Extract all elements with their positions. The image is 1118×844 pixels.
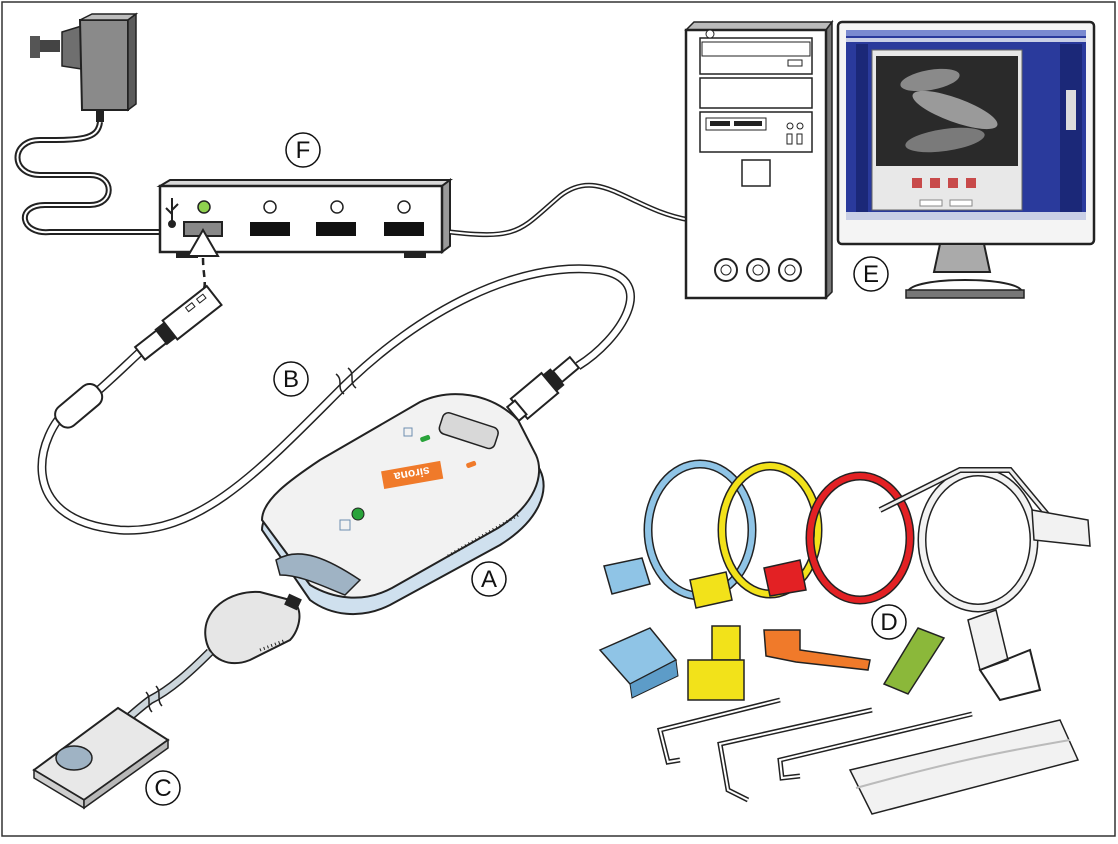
aiming-ring-white <box>878 467 1091 613</box>
label-c: C <box>145 770 181 806</box>
module-led-orange <box>466 460 477 468</box>
usb-interface-module: sirona <box>260 393 545 616</box>
bite-block-blue <box>598 627 679 699</box>
label-d: D <box>871 604 907 640</box>
hub-port-3 <box>316 222 356 236</box>
label-a: A <box>471 561 507 597</box>
pc-tower <box>684 19 834 300</box>
module-led-top <box>420 434 431 442</box>
monitor <box>836 20 1096 299</box>
svg-text:E: E <box>863 261 879 288</box>
svg-text:F: F <box>296 137 311 164</box>
aiming-ring-red <box>763 471 915 605</box>
intraoral-sensor <box>32 706 170 810</box>
cable-break-mark <box>335 367 357 395</box>
bite-block-orange <box>763 629 871 671</box>
usb-hub <box>156 178 453 258</box>
aiming-ring-yellow <box>689 461 823 609</box>
usb-a-plug <box>133 284 223 362</box>
hub-port-4 <box>384 222 424 236</box>
hub-led-active <box>197 200 211 214</box>
bite-block-yellow <box>687 625 745 701</box>
module-led-green <box>351 507 365 521</box>
svg-text:A: A <box>481 566 497 593</box>
svg-text:B: B <box>283 366 299 393</box>
hub-port-2 <box>250 222 290 236</box>
sensor-cable-break-mark <box>145 685 163 713</box>
ferrite-core <box>54 382 104 429</box>
label-b: B <box>273 361 309 397</box>
warning-triangle-icon <box>186 227 220 257</box>
brand-text: sirona <box>393 464 431 484</box>
bite-block-white <box>967 609 1042 702</box>
svg-text:D: D <box>880 609 897 636</box>
power-cord-highlight <box>16 121 160 234</box>
hub-led-2 <box>263 200 277 214</box>
usb-symbol-icon <box>165 198 179 228</box>
sensor-connector <box>204 590 302 665</box>
hub-led-3 <box>330 200 344 214</box>
svg-text:C: C <box>154 775 171 802</box>
bite-block-green <box>882 627 946 695</box>
label-e: E <box>853 256 889 292</box>
power-adapter <box>30 12 139 122</box>
hub-led-4 <box>397 200 411 214</box>
usb-b-plug <box>505 355 581 423</box>
hygienic-sleeve <box>848 719 1080 815</box>
label-f: F <box>285 132 321 168</box>
brand-label <box>381 460 444 490</box>
